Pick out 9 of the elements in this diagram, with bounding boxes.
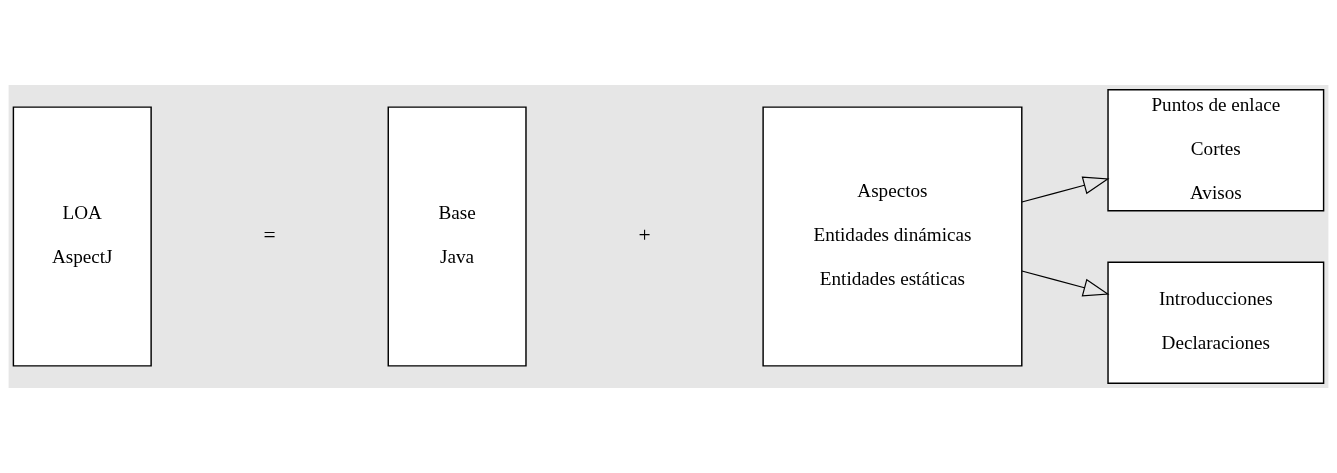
arrow: [1021, 176, 1110, 203]
node-box: Aspectos Entidades dinámicas Entidades estáticas: [762, 106, 1023, 367]
node-box: LOA AspectJ: [12, 106, 152, 367]
node-box: Base Java: [387, 106, 527, 367]
label: +: [638, 222, 651, 247]
arrow: [1021, 270, 1110, 297]
node-box: Introducciones Declaraciones: [1107, 261, 1325, 384]
label: =: [263, 222, 276, 247]
node-box: Puntos de enlace Cortes Avisos: [1107, 89, 1325, 212]
